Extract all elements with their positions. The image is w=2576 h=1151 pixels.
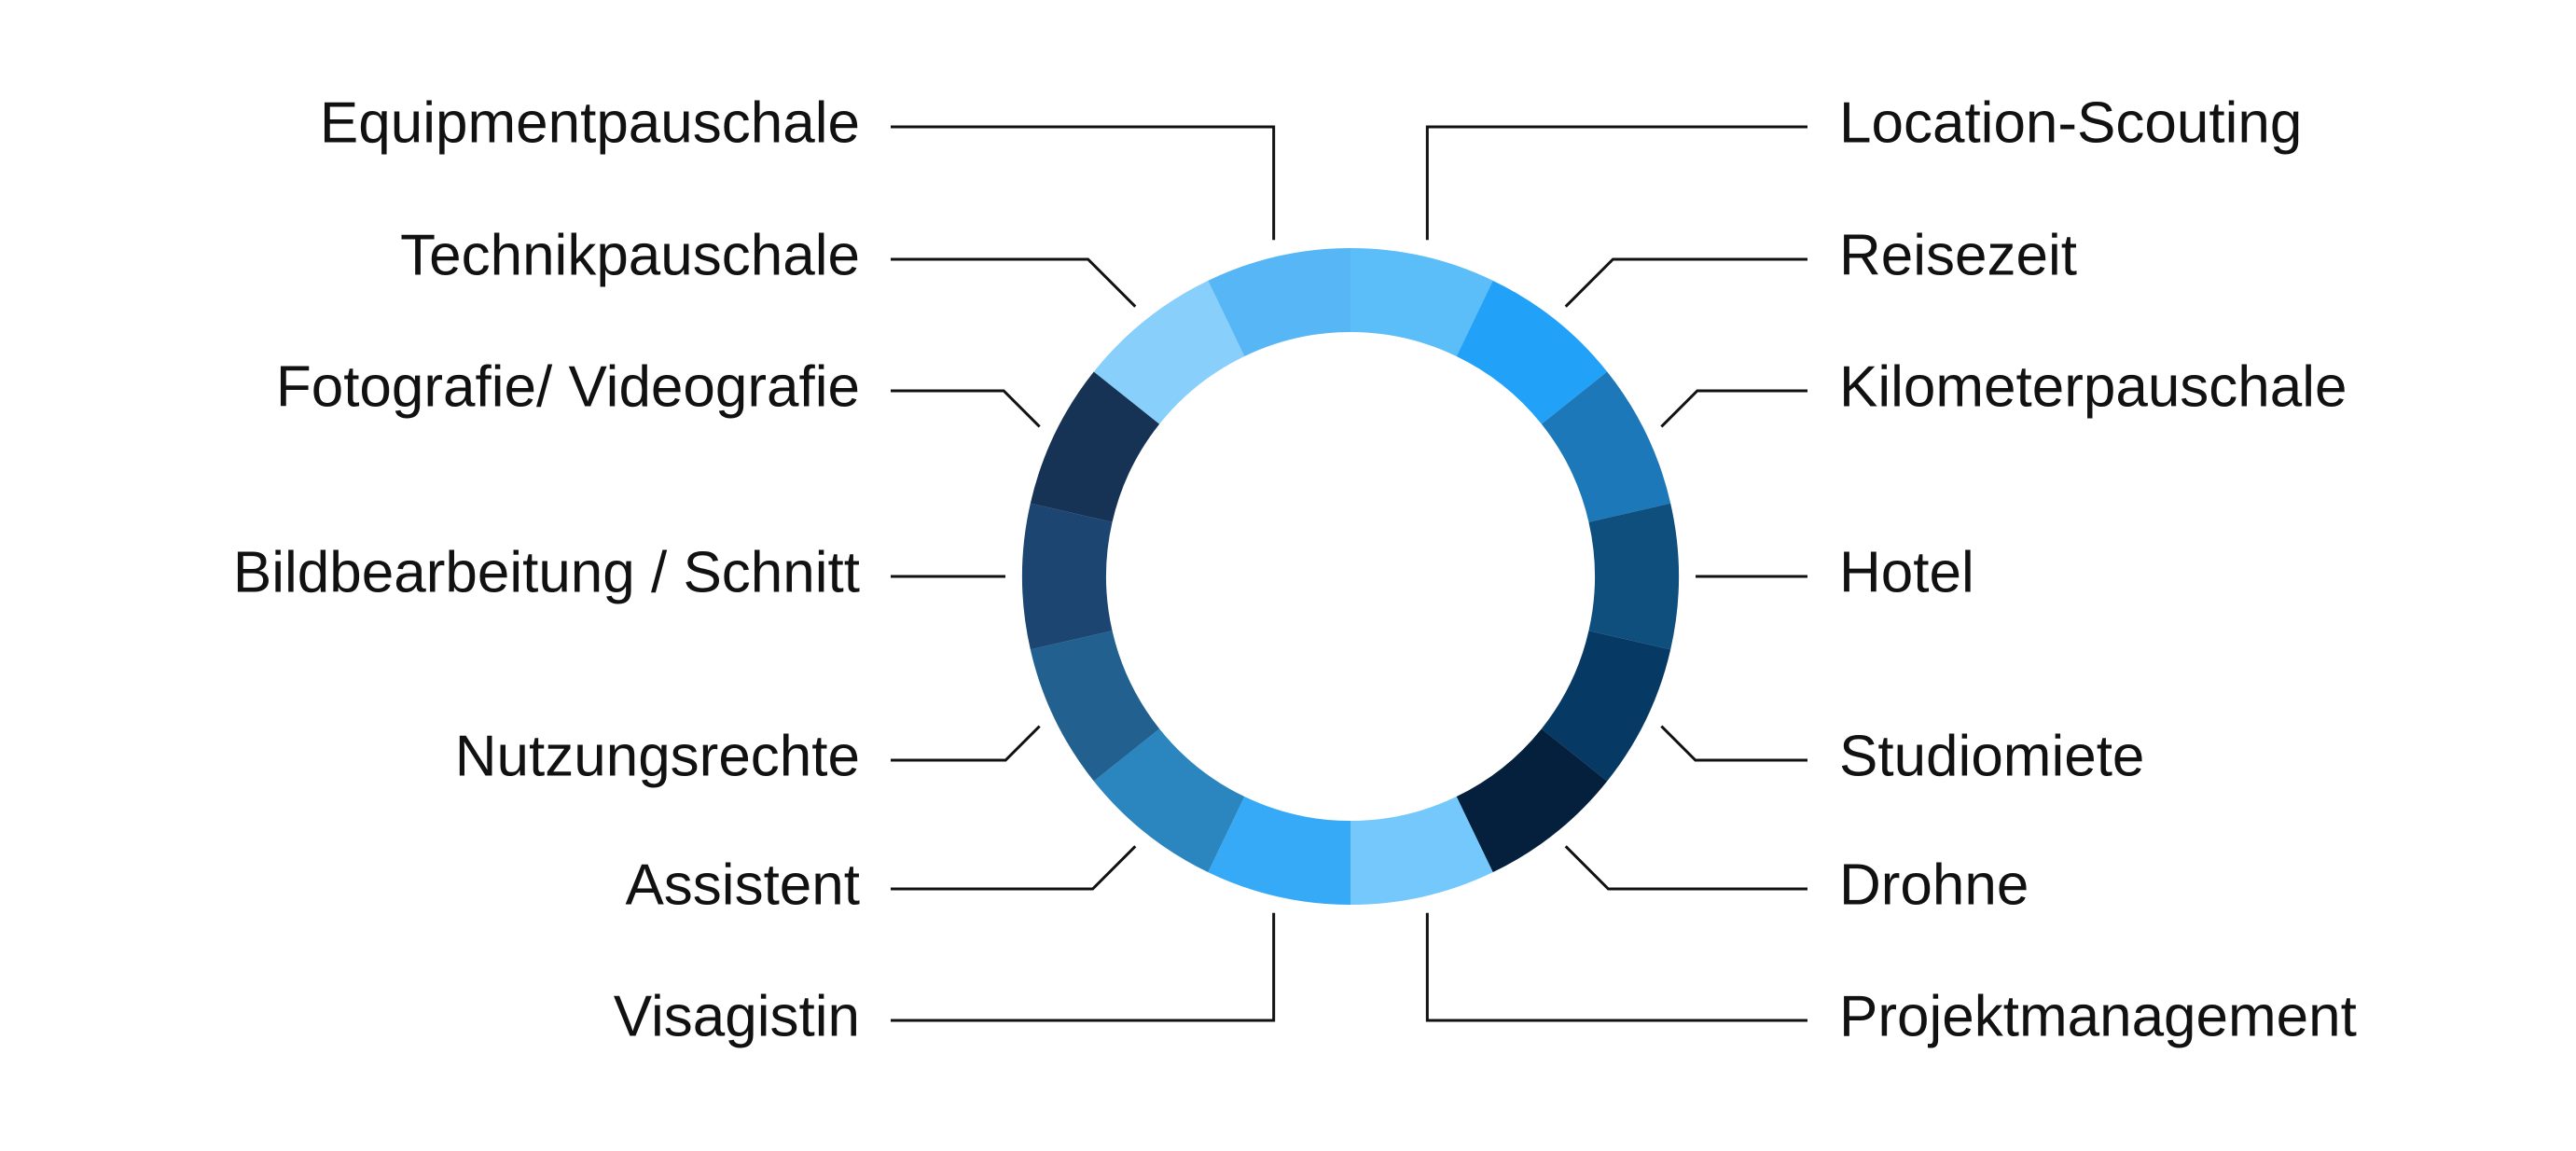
slice-nutzungsrechte xyxy=(1030,631,1160,782)
slice-labels: Location-ScoutingReisezeitKilometerpausc… xyxy=(233,90,2357,1048)
slice-fotografie-videografie xyxy=(1030,371,1160,522)
slice-studiomiete xyxy=(1541,631,1671,782)
label-fotografie-videografie: Fotografie/ Videografie xyxy=(276,354,860,419)
donut-slices xyxy=(1021,248,1680,905)
leader-technikpauschale xyxy=(891,257,1137,308)
label-visagistin: Visagistin xyxy=(614,984,860,1048)
slice-reisezeit xyxy=(1456,280,1608,424)
leader-studiomiete xyxy=(1660,725,1807,762)
slice-visagistin xyxy=(1208,797,1350,905)
label-technikpauschale: Technikpauschale xyxy=(400,223,860,287)
leader-kilometerpauschale xyxy=(1660,389,1807,428)
label-bildbearbeitung-schnitt: Bildbearbeitung / Schnitt xyxy=(233,540,860,604)
label-assistent: Assistent xyxy=(625,853,860,917)
slice-kilometerpauschale xyxy=(1541,371,1671,522)
leader-lines xyxy=(891,125,1807,1022)
leader-assistent xyxy=(891,845,1137,891)
slice-drohne xyxy=(1456,728,1608,873)
leader-visagistin xyxy=(891,912,1276,1022)
leader-reisezeit xyxy=(1564,257,1807,308)
label-location-scouting: Location-Scouting xyxy=(1839,90,2302,155)
slice-hotel xyxy=(1588,503,1680,650)
slice-location-scouting xyxy=(1350,248,1493,356)
label-studiomiete: Studiomiete xyxy=(1839,724,2144,788)
leader-location-scouting xyxy=(1425,125,1807,241)
label-reisezeit: Reisezeit xyxy=(1839,223,2077,287)
leader-fotografie-videografie xyxy=(891,389,1041,428)
slice-assistent xyxy=(1093,728,1245,873)
slice-projektmanagement xyxy=(1350,797,1493,905)
label-drohne: Drohne xyxy=(1839,853,2029,917)
slice-equipmentpauschale xyxy=(1208,248,1350,356)
leader-nutzungsrechte xyxy=(891,725,1041,762)
leader-drohne xyxy=(1564,845,1807,891)
label-hotel: Hotel xyxy=(1839,540,1974,604)
label-equipmentpauschale: Equipmentpauschale xyxy=(320,90,860,155)
leader-projektmanagement xyxy=(1425,912,1807,1022)
label-nutzungsrechte: Nutzungsrechte xyxy=(455,724,860,788)
slice-technikpauschale xyxy=(1093,280,1245,424)
label-projektmanagement: Projektmanagement xyxy=(1839,984,2357,1048)
label-kilometerpauschale: Kilometerpauschale xyxy=(1839,354,2347,419)
leader-equipmentpauschale xyxy=(891,125,1276,241)
slice-bildbearbeitung-schnitt xyxy=(1021,503,1113,650)
